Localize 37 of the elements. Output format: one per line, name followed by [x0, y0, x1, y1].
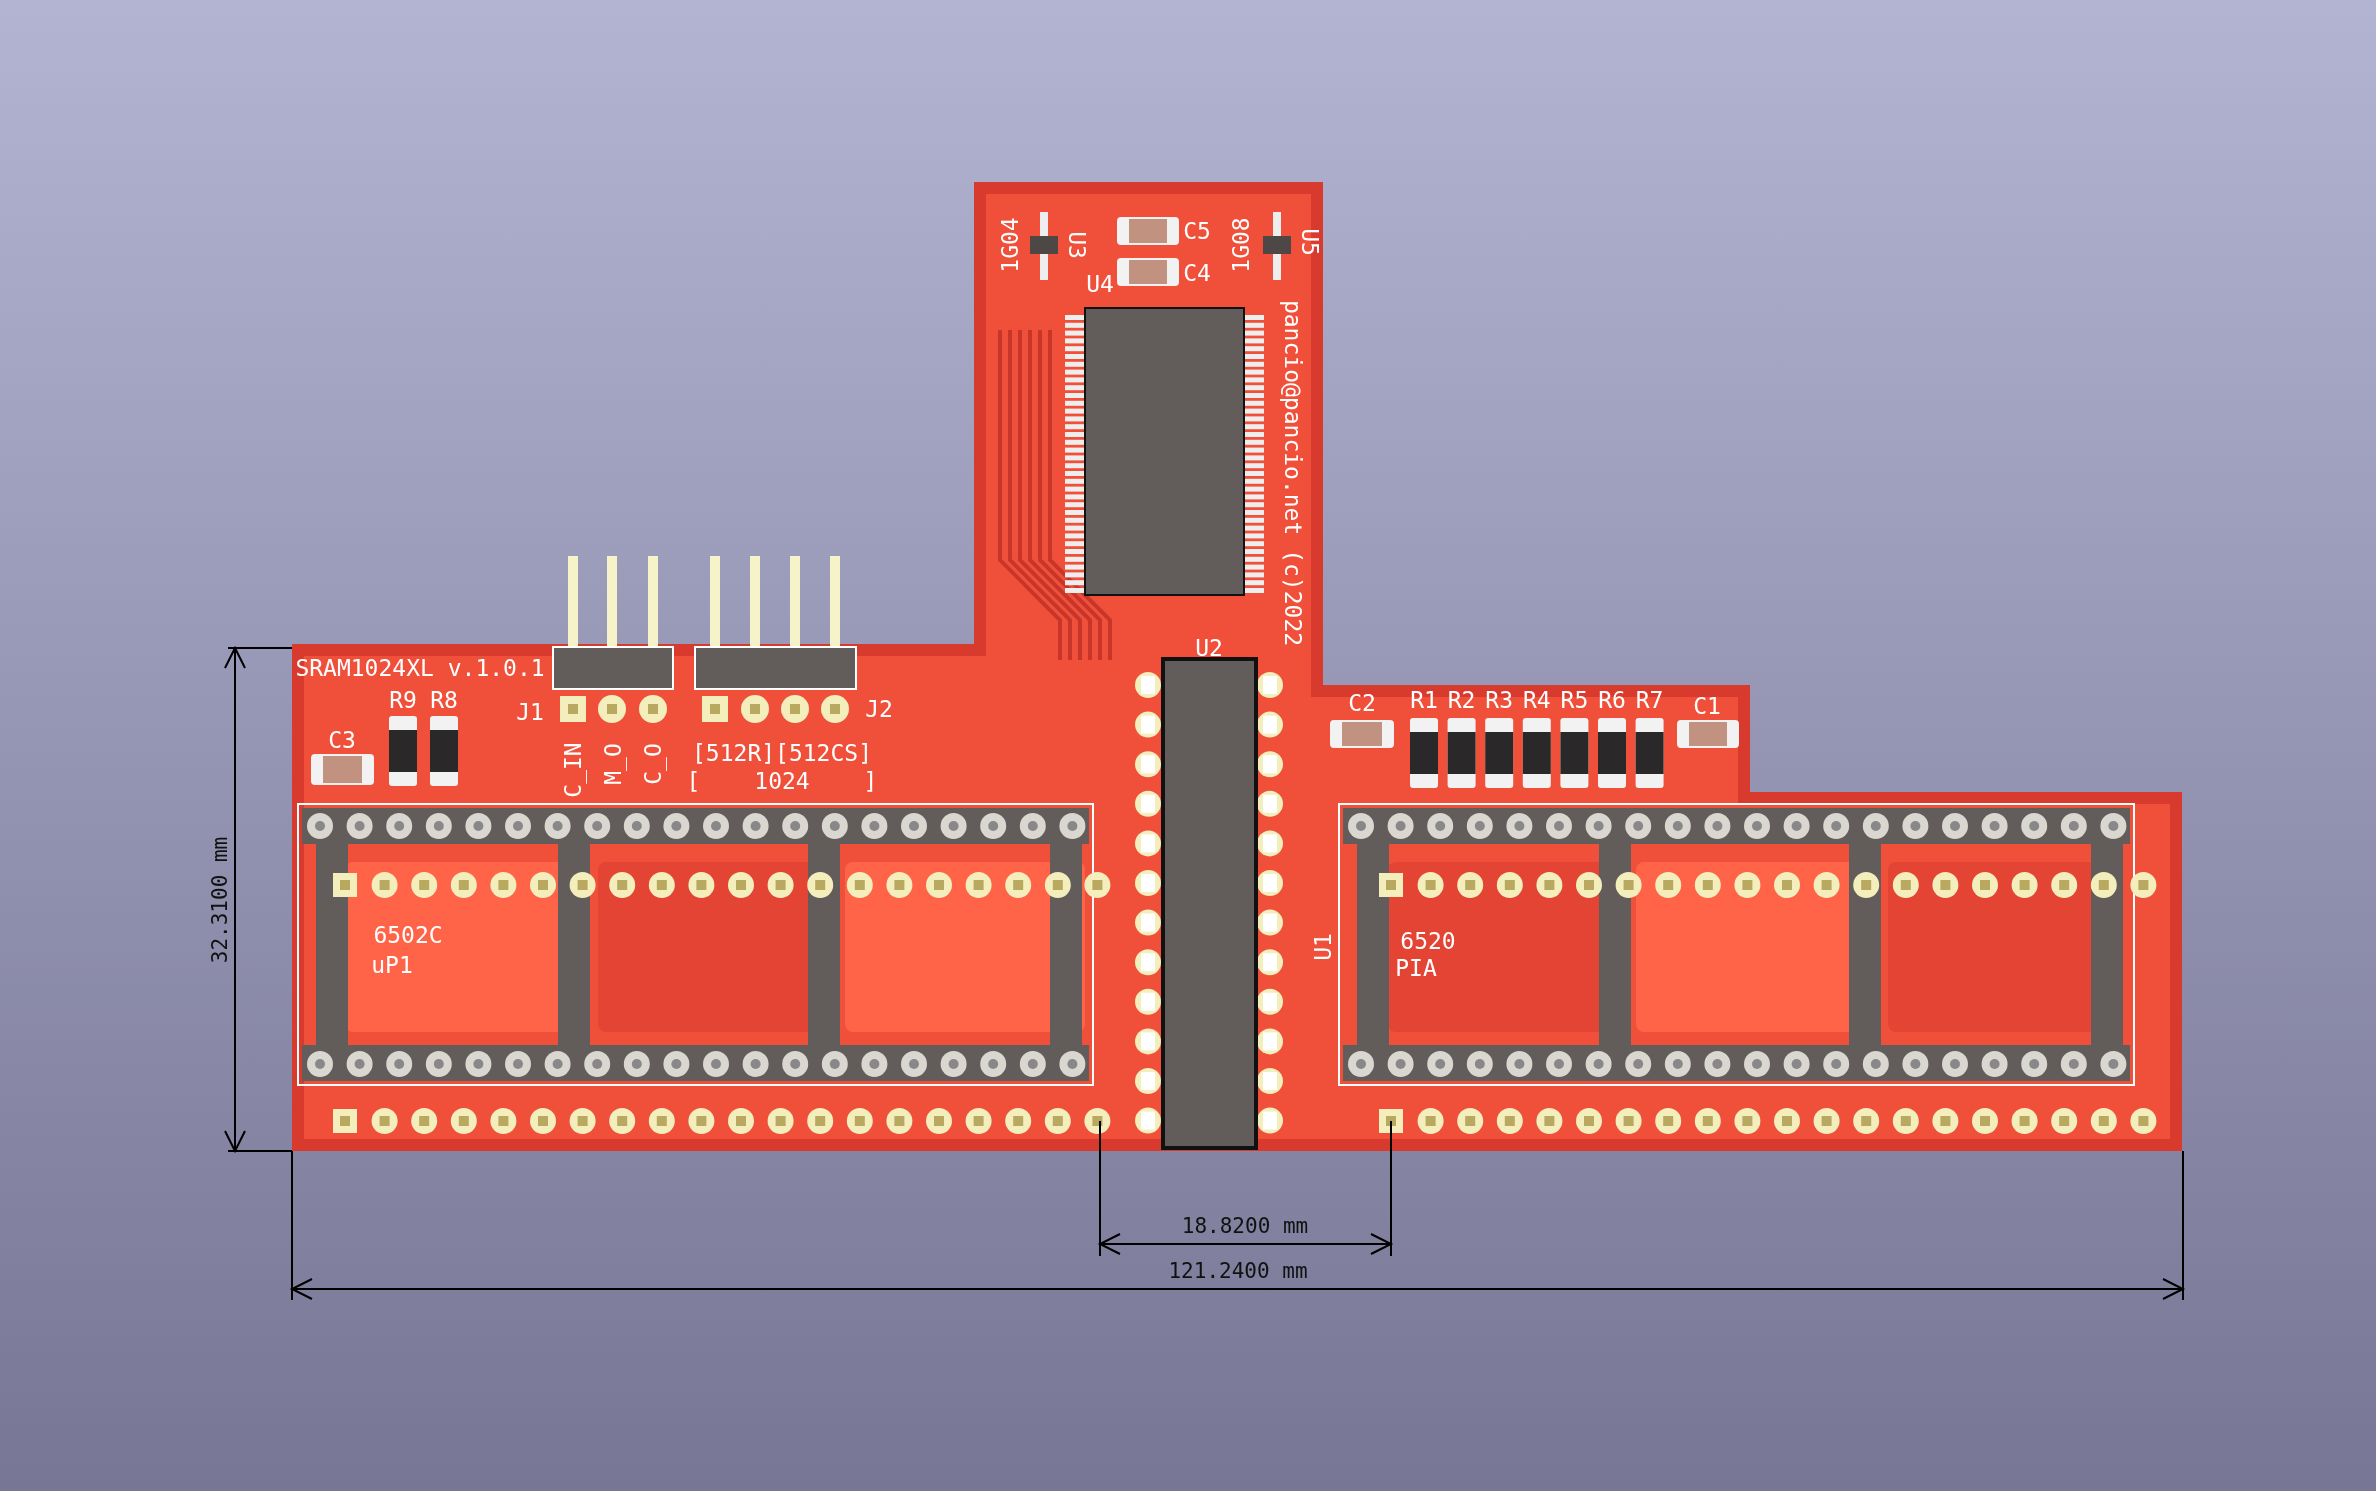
reference-designator: U4 [1086, 272, 1114, 296]
reference-designator: C5 [1183, 219, 1211, 243]
dimension-label: 32.3100 mm [209, 836, 231, 964]
reference-designator: R5 [1560, 688, 1589, 712]
reference-designator: uP1 [371, 953, 413, 977]
reference-designator: U5 [1297, 228, 1321, 256]
reference-designator: R1 [1410, 688, 1438, 712]
pin-label: M_O [601, 743, 625, 785]
reference-designator: C1 [1693, 694, 1721, 718]
dimension-label: 121.2400 mm [1168, 1260, 1308, 1282]
jumper-setting-label: [512R][512CS] [692, 741, 872, 765]
pin-label: C_O [641, 743, 665, 785]
reference-designator: C3 [328, 728, 356, 752]
jumper-setting-label: [ 1024 ] [686, 769, 878, 793]
reference-designator: U2 [1195, 636, 1223, 660]
pin-label: C_IN [561, 742, 585, 798]
reference-designator: R3 [1485, 688, 1514, 712]
board-title: SRAM1024XL v.1.0.1 [295, 656, 545, 680]
reference-designator: U3 [1064, 231, 1088, 259]
reference-designator: J1 [516, 700, 544, 724]
part-number-label: PIA [1395, 956, 1437, 980]
part-number-label: 1G08 [1229, 217, 1253, 273]
reference-designator: J2 [865, 697, 893, 721]
reference-designator: U1 [1311, 933, 1335, 961]
reference-designator: C2 [1348, 691, 1376, 715]
reference-designator: R9 [389, 688, 417, 712]
reference-designator: R6 [1598, 688, 1626, 712]
part-number-label: 6520 [1400, 929, 1456, 953]
copyright-text: pancio@pancio.net (c)2022 [1280, 299, 1304, 647]
part-number-label: 1G04 [998, 217, 1022, 273]
reference-designator: R4 [1522, 688, 1551, 712]
reference-designator: R7 [1635, 688, 1664, 712]
dimension-label: 18.8200 mm [1181, 1215, 1309, 1237]
reference-designator: R2 [1447, 688, 1476, 712]
part-number-label: 6502C [373, 923, 443, 947]
reference-designator: R8 [430, 688, 458, 712]
reference-designator: C4 [1183, 261, 1211, 285]
